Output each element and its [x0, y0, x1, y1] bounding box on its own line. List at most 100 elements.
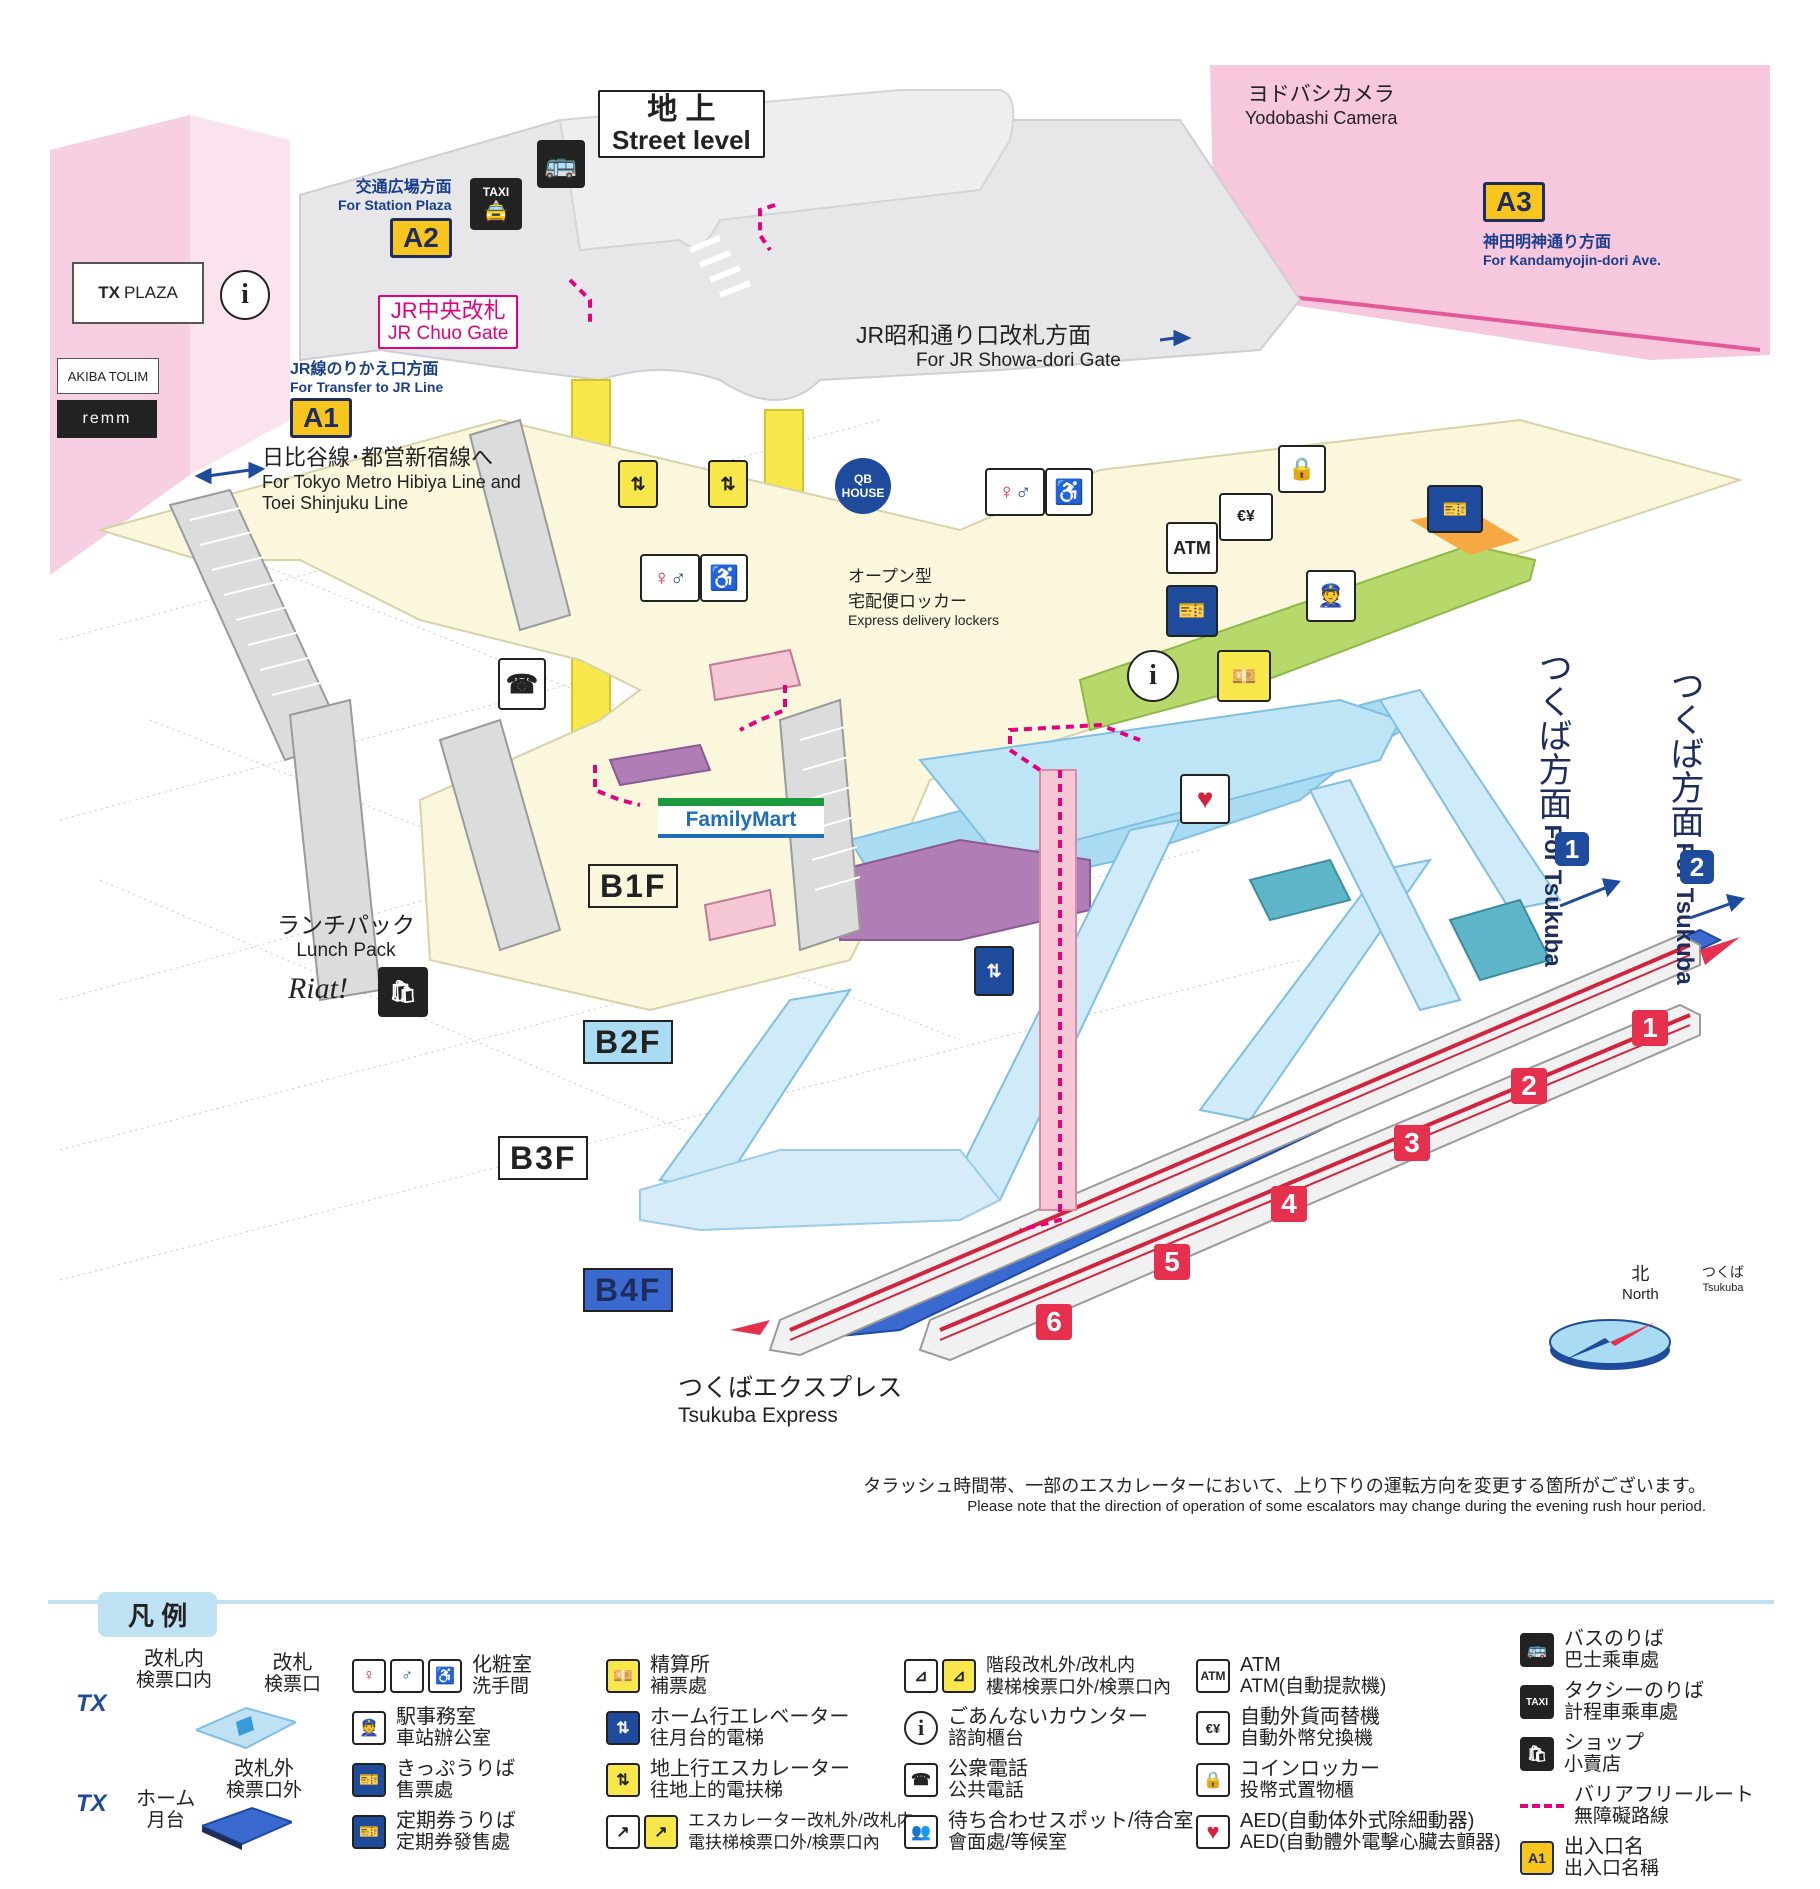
info-icon: i — [220, 270, 270, 320]
legend-label-jp: 化粧室 — [472, 1654, 532, 1676]
toilet-icon: ♀♂ — [640, 554, 700, 602]
for-tsukuba-2-jp: つくば方面 — [1665, 668, 1703, 838]
riat-label: Riat! — [288, 972, 348, 1005]
for-tsukuba-1-jp: つくば方面 — [1533, 650, 1571, 820]
legend-label-jp: 待ち合わせスポット/待合室 — [948, 1810, 1194, 1832]
hibiya-jp: 日比谷線･都営新宿線へ — [262, 445, 494, 470]
legend-gate: 改札 検票口 — [264, 1652, 321, 1696]
crosswalk — [688, 235, 752, 298]
legend-label-zh: 車站辦公室 — [396, 1728, 492, 1749]
taxi-icon: TAXI — [1520, 1685, 1554, 1719]
legend-label-zh: 洗手間 — [472, 1676, 530, 1697]
exit-a3-badge: A3 — [1483, 182, 1545, 222]
legend-item-aed: ♥ AED(自動体外式除細動器) AED(自動體外電擊心臟去顫器) — [1196, 1806, 1501, 1858]
legend-label-jp: バスのりば — [1564, 1628, 1664, 1650]
coin-locker-icon: 🔒 — [1278, 445, 1326, 493]
commuter-pass-icon: 🎫 — [1427, 485, 1483, 533]
legend-gate-outside: 改札外 検票口外 — [226, 1758, 302, 1802]
exit-a3-jp: 神田明神通り方面 — [1483, 234, 1612, 251]
stairs-mid — [438, 718, 562, 952]
legend-gate-outside-zh: 検票口外 — [226, 1780, 303, 1801]
legend-label-zh: 補票處 — [650, 1676, 708, 1697]
hibiya-en-2: Toei Shinjuku Line — [262, 493, 409, 513]
for-tsukuba-1: つくば方面 For Tsukuba — [1528, 650, 1577, 967]
legend-item-taxi: TAXI タクシーのりば 計程車乘車處 — [1520, 1676, 1754, 1728]
lockers-en: Express delivery lockers — [848, 612, 999, 628]
direction-2-badge: 2 — [1680, 850, 1714, 884]
street-level-deck — [299, 119, 1302, 401]
platform-6: 6 — [1036, 1304, 1072, 1340]
stairs-outside-icon: ⊿ — [904, 1659, 938, 1693]
legend-label-jp: きっぷうりば — [396, 1758, 516, 1780]
legend-gate-outside-jp: 改札外 — [234, 1758, 294, 1780]
legend-label-jp: ショップ — [1564, 1732, 1644, 1754]
north-jp: 北 — [1631, 1264, 1650, 1284]
exit-a2-jp: 交通広場方面 — [355, 179, 452, 196]
legend-label-zh: 公共電話 — [948, 1780, 1025, 1801]
legend-item-stairs: ⊿ ⊿ 階段改札外/改札内 樓梯検票口外/検票口內 — [904, 1650, 1194, 1702]
floor-b1f: B1F — [588, 864, 679, 908]
legend-label-jp: 地上行エスカレーター — [650, 1758, 850, 1780]
left-building — [50, 115, 190, 575]
legend-label-zh: 投幣式置物櫃 — [1240, 1780, 1355, 1801]
street-escalator-icon: ⇅ — [618, 460, 658, 508]
taxi-icon: TAXI🚖 — [470, 178, 522, 230]
tx-logo-icon-2: TX — [76, 1790, 107, 1817]
legend-item-atm: ATM ATM ATM(自動提款機) — [1196, 1650, 1501, 1702]
currency-exchange-icon: €¥ — [1219, 493, 1273, 541]
legend-label-zh: AED(自動體外電擊心臟去顫器) — [1240, 1832, 1501, 1853]
phone-icon: ☎ — [498, 658, 546, 710]
yodobashi-jp: ヨドバシカメラ — [1247, 83, 1395, 106]
wheelchair-icon: ♿ — [428, 1659, 462, 1693]
street-escalator-icon-2: ⇅ — [708, 460, 748, 508]
exit-a1-direction: JR線のりかえ口方面 For Transfer to JR Line — [290, 355, 443, 395]
exit-code-icon: A1 — [1520, 1841, 1554, 1875]
legend-label-zh: ATM(自動提款機) — [1240, 1676, 1387, 1697]
legend-item-commuter-pass: 🎫 定期券うりば 定期券發售處 — [352, 1806, 532, 1858]
train-lower — [918, 1003, 1701, 1362]
hibiya-en-1: For Tokyo Metro Hibiya Line and — [262, 472, 521, 492]
aed-icon: ♥ — [1180, 774, 1230, 824]
legend-divider — [48, 1600, 1774, 1604]
legend-label-zh: 電扶梯検票口外/検票口內 — [688, 1833, 880, 1852]
lockers-jp-2: 宅配便ロッカー — [848, 592, 967, 611]
info-icon: i — [904, 1711, 938, 1745]
platform-3: 3 — [1394, 1125, 1430, 1161]
legend-label-jp: コインロッカー — [1240, 1758, 1380, 1780]
info-counter-icon: i — [1127, 650, 1179, 702]
legend-label-jp: 公衆電話 — [948, 1758, 1028, 1780]
aed-icon: ♥ — [1196, 1815, 1230, 1849]
legend-label-zh: 定期券發售處 — [396, 1832, 511, 1853]
train-upper — [768, 933, 1701, 1357]
escalator-outside-icon: ↗ — [606, 1815, 640, 1849]
legend-label-zh: 會面處/等候室 — [948, 1832, 1068, 1853]
legend-item-platform-elevator: ⇅ ホーム行エレベーター 往月台的電梯 — [606, 1702, 914, 1754]
exit-a3-en: For Kandamyojin-dori Ave. — [1483, 252, 1661, 268]
legend-column-5: 🚌 バスのりば 巴士乘車處 TAXI タクシーのりば 計程車乘車處 🛍 ショップ… — [1520, 1624, 1754, 1884]
street-escalator-icon: ⇅ — [606, 1763, 640, 1797]
notice-jp: タラッシュ時間帯、一部のエスカレーターにおいて、上り下りの運転方向を変更する箇所… — [863, 1476, 1706, 1496]
compass-tsukuba-en: Tsukuba — [1702, 1282, 1744, 1294]
commuter-pass-icon: 🎫 — [352, 1815, 386, 1849]
showa-gate-label: JR昭和通り口改札方面 For JR Showa-dori Gate — [856, 316, 1121, 372]
legend-label-zh: 往月台的電梯 — [650, 1728, 765, 1749]
legend-platform-swatch — [202, 1806, 292, 1850]
ticket-icon: 🎫 — [352, 1763, 386, 1797]
phone-icon: ☎ — [904, 1763, 938, 1797]
legend-column-1: ♀ ♂ ♿ 化粧室 洗手間 👮 駅事務室 車站辦公室 🎫 きっぷうりば 售票處 … — [352, 1650, 532, 1858]
barrier-free-route — [568, 203, 1141, 1232]
street-level-jp: 地 上 — [647, 93, 716, 126]
atm-icon: ATM — [1196, 1659, 1230, 1693]
taxi-label: TAXI — [482, 184, 510, 199]
escalator-inside-icon: ↗ — [644, 1815, 678, 1849]
legend-gate-jp: 改札 — [272, 1652, 313, 1674]
delivery-lockers-label: オープン型 宅配便ロッカー Express delivery lockers — [848, 562, 999, 628]
legend-item-shop: 🛍 ショップ 小賣店 — [1520, 1728, 1754, 1780]
toilet-male-icon: ♂ — [390, 1659, 424, 1693]
qb-house-icon: QB HOUSE — [835, 458, 891, 514]
wheelchair-icon-2: ♿ — [1045, 468, 1093, 516]
exit-a2-badge: A2 — [390, 218, 452, 258]
legend-label-jp: ホーム行エレベーター — [650, 1706, 850, 1728]
legend-label-zh: 無障礙路線 — [1574, 1806, 1670, 1827]
